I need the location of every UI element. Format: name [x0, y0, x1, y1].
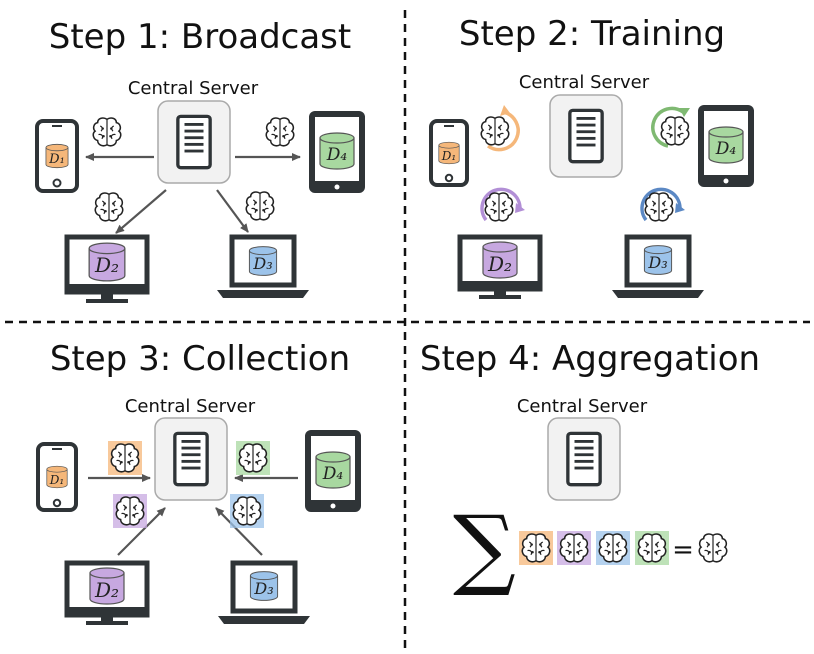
brain-icon	[559, 533, 589, 563]
step3-panel: Central Server D₁ D₄ D₂	[36, 396, 361, 625]
arrow	[216, 189, 249, 233]
step1-title: Step 1: Broadcast	[49, 17, 351, 57]
aggregate-client3	[596, 531, 630, 565]
step4-title: Step 4: Aggregation	[420, 339, 760, 379]
laptop-icon: D₃	[612, 234, 704, 298]
brain-icon	[92, 117, 122, 147]
brain-icon	[598, 533, 628, 563]
training-client2	[480, 187, 525, 222]
model-update-client2	[113, 494, 147, 528]
brain-icon	[521, 533, 551, 563]
step1-panel: Central Server D₁ D₄ D₂	[35, 78, 365, 303]
brain-icon	[644, 192, 674, 222]
training-client4	[651, 106, 690, 148]
brain-icon	[245, 191, 275, 221]
brain-icon	[480, 116, 510, 146]
model-update-client4	[236, 441, 270, 475]
brain-icon	[115, 496, 145, 526]
model-update-client3	[230, 494, 264, 528]
tablet-icon: D₄	[309, 111, 365, 193]
brain-icon	[698, 533, 728, 563]
tablet-icon: D₄	[698, 105, 754, 187]
brain-icon	[660, 116, 690, 146]
dataset-label: D₃	[253, 579, 273, 598]
sum-symbol: ∑	[453, 496, 516, 599]
brain-icon	[238, 443, 268, 473]
step2-title: Step 2: Training	[459, 14, 725, 54]
phone-icon: D₁	[429, 119, 469, 187]
server-icon	[154, 417, 228, 501]
cycle-arrow-icon	[651, 106, 685, 148]
step3-title: Step 3: Collection	[50, 339, 350, 379]
brain-icon	[110, 443, 140, 473]
cycle-arrow-icon	[640, 187, 682, 222]
monitor-icon: D₂	[457, 234, 543, 299]
arrow	[117, 507, 166, 556]
phone-icon: D₁	[36, 442, 78, 512]
tablet-icon: D₄	[305, 430, 361, 512]
dataset-label: D₃	[647, 253, 667, 272]
brain-icon	[484, 192, 514, 222]
dataset-label: D₁	[49, 473, 64, 487]
phone-icon: D₁	[35, 119, 79, 193]
step4-panel: Central Server ∑ =	[453, 396, 728, 599]
server-icon	[157, 100, 231, 184]
step2-panel: Central Server D₁ D₄ D₂	[429, 72, 754, 299]
equals-sign: =	[672, 535, 694, 565]
dataset-label: D₂	[94, 578, 119, 602]
dataset-label: D₂	[487, 252, 512, 276]
training-client1	[480, 105, 520, 152]
cycle-arrow-icon	[480, 187, 522, 222]
dataset-label: D₄	[322, 464, 344, 484]
monitor-icon: D₂	[64, 560, 150, 625]
aggregate-client4	[635, 531, 669, 565]
model-update-client1	[108, 441, 142, 475]
server-icon	[547, 417, 621, 501]
dataset-label: D₁	[441, 149, 456, 163]
laptop-icon: D₃	[217, 234, 309, 298]
dataset-label: D₄	[326, 145, 348, 165]
dataset-label: D₄	[715, 139, 737, 159]
monitor-icon: D₂	[64, 234, 150, 303]
training-client3	[640, 187, 685, 222]
arrow	[215, 507, 263, 556]
dataset-label: D₁	[48, 152, 65, 167]
server-icon	[549, 94, 623, 178]
aggregate-client1	[519, 531, 553, 565]
step2-server-label: Central Server	[519, 72, 650, 93]
step1-server-label: Central Server	[128, 78, 259, 99]
dataset-label: D₃	[252, 254, 272, 273]
dataset-label: D₂	[94, 253, 119, 277]
aggregate-client2	[557, 531, 591, 565]
arrow	[115, 189, 167, 234]
brain-icon	[94, 192, 124, 222]
laptop-icon: D₃	[218, 560, 310, 624]
brain-icon	[637, 533, 667, 563]
cycle-arrow-icon	[486, 110, 520, 152]
brain-icon	[232, 496, 262, 526]
brain-icon	[265, 117, 295, 147]
step3-server-label: Central Server	[125, 396, 256, 417]
step4-server-label: Central Server	[517, 396, 648, 417]
